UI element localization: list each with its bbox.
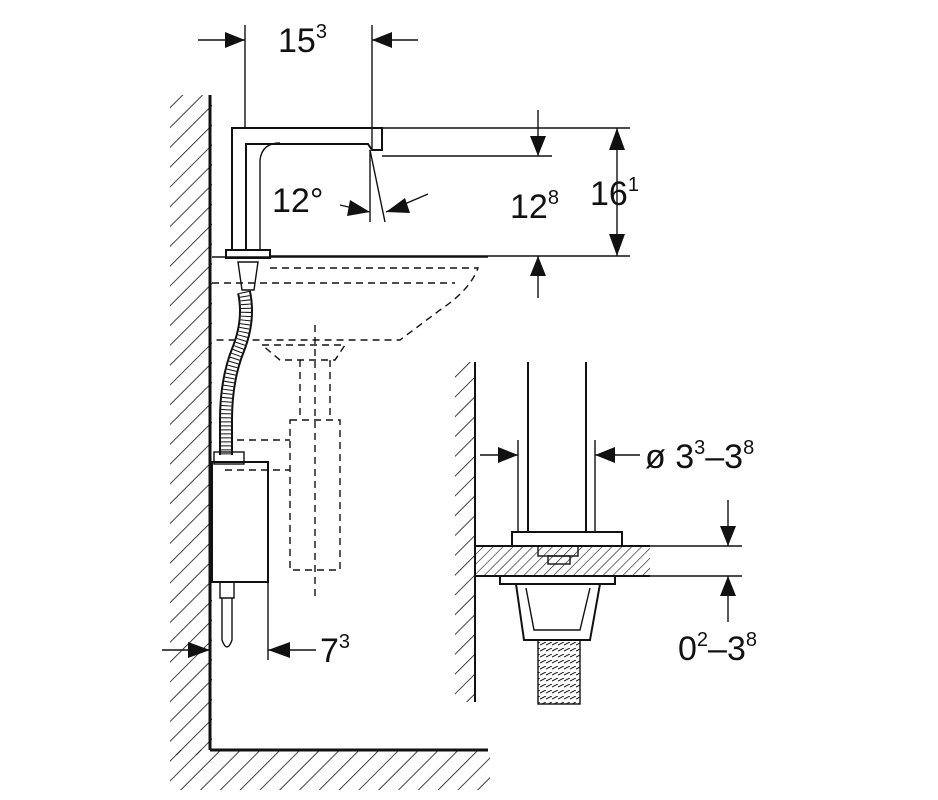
dim-spray-angle: 12° xyxy=(272,149,429,223)
hole-diameter-label: ø 33–38 xyxy=(645,437,754,476)
supply-hose xyxy=(219,261,259,455)
dim-spout-reach: 153 xyxy=(198,21,418,150)
spout-height-label: 128 xyxy=(510,187,559,226)
dim-deck-thickness: 02–38 xyxy=(650,500,757,668)
dim-hole-diameter: ø 33–38 xyxy=(480,437,754,476)
faucet-spout xyxy=(225,127,383,259)
wall-and-floor xyxy=(170,95,490,790)
dim-wall-gap: 73 xyxy=(162,631,350,670)
dim-spout-height: 128 xyxy=(270,110,630,298)
detail-wall xyxy=(455,362,476,702)
siphon xyxy=(225,325,341,600)
wall-gap-label: 73 xyxy=(320,631,350,670)
total-height-label: 161 xyxy=(590,174,639,213)
detail-faucet-body xyxy=(499,362,623,705)
detail-deck xyxy=(475,545,650,577)
control-box xyxy=(211,451,269,660)
spout-reach-label: 153 xyxy=(278,21,327,60)
dim-total-height: 161 xyxy=(590,128,639,256)
deck-thickness-label: 02–38 xyxy=(678,629,757,668)
basin-outline xyxy=(212,256,488,361)
spray-angle-label: 12° xyxy=(272,182,323,220)
